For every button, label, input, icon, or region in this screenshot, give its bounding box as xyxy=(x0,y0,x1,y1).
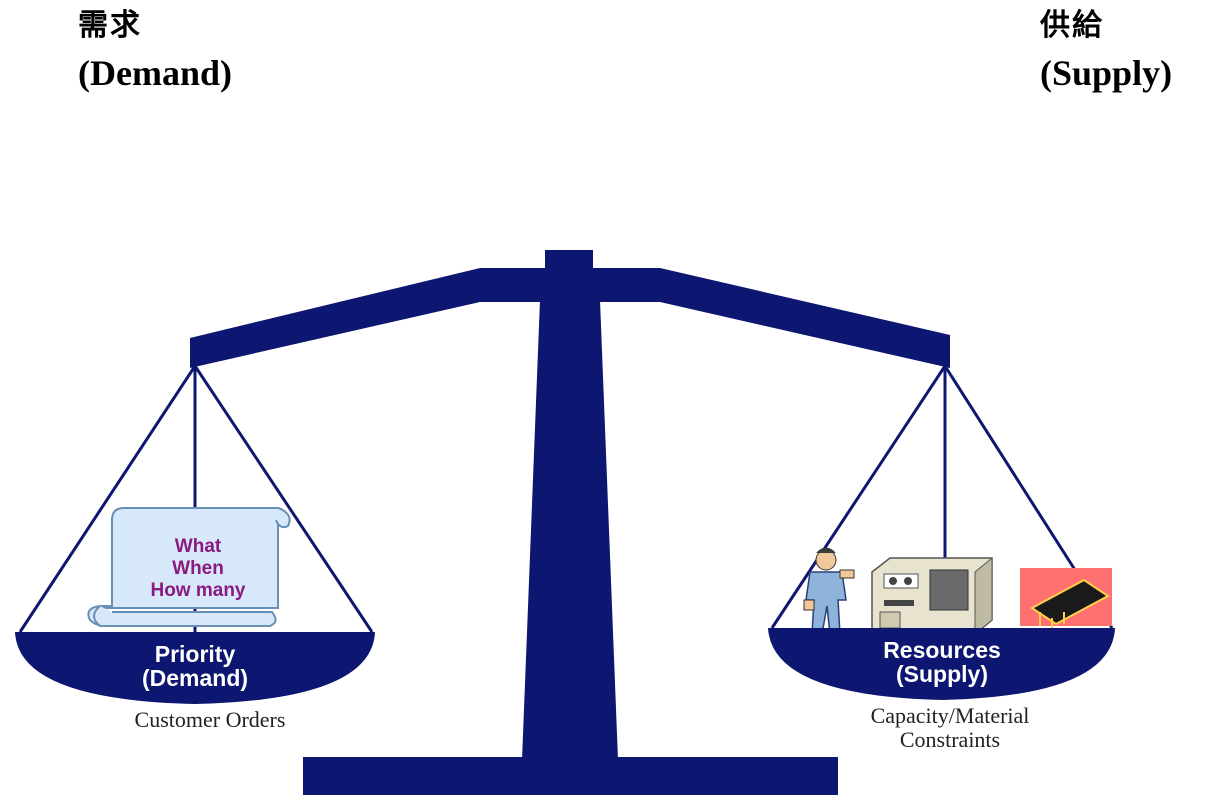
scroll-line-2: When xyxy=(172,558,224,579)
supply-header-zh: 供給 xyxy=(1040,8,1104,43)
demand-header-zh: 需求 xyxy=(78,8,142,43)
right-caption-line-1: Capacity/Material xyxy=(870,703,1030,728)
scale-pillar xyxy=(522,300,618,760)
worker-icon xyxy=(803,547,855,635)
right-caption: Capacity/Material Constraints xyxy=(810,703,1090,753)
supply-header-en: (Supply) xyxy=(1040,53,1173,93)
right-caption-line-2: Constraints xyxy=(899,727,1001,753)
left-pan-label-1: Priority xyxy=(155,641,236,667)
scale-beam xyxy=(190,268,950,368)
right-pan xyxy=(768,628,1115,700)
scroll-icon xyxy=(87,507,291,627)
supply-header: 供給 (Supply) xyxy=(1040,8,1172,95)
demand-header: 需求 (Demand) xyxy=(78,8,232,95)
demand-header-en: (Demand) xyxy=(78,53,232,93)
right-pan-label-1: Resources xyxy=(883,637,1001,663)
scale-base xyxy=(303,757,838,795)
left-pan xyxy=(15,632,375,704)
microchip-icon xyxy=(1020,568,1112,630)
scroll-line-3: How many xyxy=(150,580,245,601)
scroll-line-1: What xyxy=(175,536,222,557)
machine-icon xyxy=(871,556,993,636)
left-pan-label-2: (Demand) xyxy=(142,665,248,691)
right-pan-label-2: (Supply) xyxy=(896,661,988,687)
left-caption: Customer Orders xyxy=(134,707,286,732)
